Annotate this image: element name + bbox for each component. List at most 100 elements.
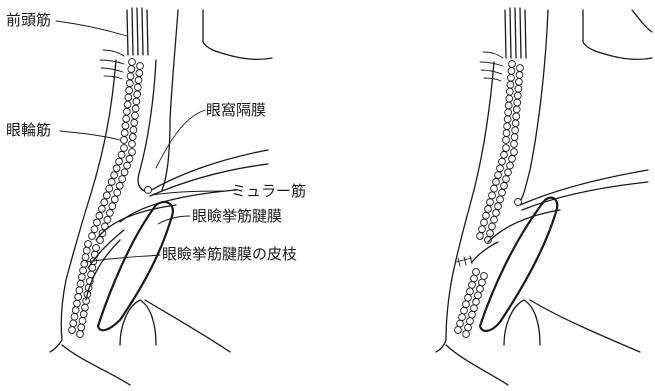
muscle-fiber-circle: [461, 307, 468, 314]
muscle-fiber-circle: [467, 318, 474, 325]
muscle-fiber-circle: [76, 287, 83, 294]
muscle-fiber-circle: [513, 113, 520, 120]
muscle-fiber-circle: [481, 273, 488, 280]
muscle-fiber-circle: [121, 137, 128, 144]
muscle-fiber-circle: [106, 185, 113, 192]
muscle-fiber-circle: [483, 212, 490, 219]
muscle-fiber-circle: [463, 301, 470, 308]
muscle-fiber-circle: [477, 285, 484, 292]
muscle-fiber-circle: [121, 130, 128, 137]
muscle-fiber-circle: [517, 65, 524, 72]
muscle-fiber-circle: [132, 105, 139, 112]
muscle-fiber-circle: [513, 106, 520, 113]
muscle-fiber-circle: [471, 305, 478, 312]
muscle-fiber-circle: [78, 274, 85, 281]
muscle-fiber-circle: [119, 176, 126, 183]
muscle-fiber-circle: [136, 70, 143, 77]
muscle-fiber-circle: [89, 233, 96, 240]
muscle-fiber-circle: [126, 87, 133, 94]
label-muller: ミュラー筋: [231, 184, 306, 199]
muscle-fiber-circle: [77, 331, 84, 338]
muscle-fiber-circle: [111, 196, 118, 203]
muscle-fiber-circle: [512, 127, 519, 134]
muscle-fiber-circle: [109, 203, 116, 210]
muscle-fiber-circle: [101, 199, 108, 206]
label-orbicularis: 眼輪筋: [6, 123, 51, 138]
muscle-fiber-circle: [91, 251, 98, 258]
muscle-fiber-circle: [130, 126, 137, 133]
muscle-fiber-circle: [98, 206, 105, 213]
label-frontalis: 前頭筋: [6, 13, 51, 28]
muscle-fiber-circle: [124, 162, 131, 169]
muscle-fiber-circle: [79, 317, 86, 324]
muscle-fiber-circle: [489, 192, 496, 199]
muscle-fiber-circle: [118, 151, 125, 158]
muscle-fiber-circle: [75, 294, 82, 301]
frontalis-muscle: [127, 8, 148, 55]
muscle-fiber-circle: [503, 130, 510, 137]
muscle-fiber-circle: [108, 178, 115, 185]
muscle-fiber-circle: [457, 320, 464, 327]
muscle-fiber-circle: [93, 245, 100, 252]
muscle-fiber-circle: [503, 145, 510, 152]
right-eyelid-cross-section: [436, 8, 652, 385]
muscle-fiber-circle: [132, 112, 139, 119]
skin-strands: [100, 50, 124, 79]
muscle-fiber-circle: [465, 324, 472, 331]
muscle-fiber-circle: [94, 219, 101, 226]
muscle-fiber-circle: [493, 178, 500, 185]
muscle-fiber-circle: [137, 63, 144, 70]
muscle-fiber-circle: [505, 169, 512, 176]
muscle-fiber-circle: [114, 189, 121, 196]
muscle-fiber-circle: [70, 320, 77, 327]
muscle-fiber-circle: [506, 95, 513, 102]
muscle-fiber-circle: [485, 206, 492, 213]
orbicularis-muscle: [69, 59, 144, 338]
label-aponeurosis-branch: 眼瞼挙筋腱膜の皮枝: [162, 247, 297, 262]
muscle-fiber-circle: [134, 91, 141, 98]
muscle-fiber-circle: [487, 199, 494, 206]
muscle-fiber-circle: [459, 314, 466, 321]
muscle-fiber-circle: [501, 151, 508, 158]
muscle-fiber-circle: [463, 331, 470, 338]
muscle-fiber-circle: [134, 84, 141, 91]
muscle-fiber-circle: [104, 216, 111, 223]
muscle-fiber-circle: [491, 216, 498, 223]
muscle-fiber-circle: [135, 77, 142, 84]
muscle-fiber-circle: [106, 210, 113, 217]
muscle-fiber-circle: [74, 300, 81, 307]
muscle-fiber-circle: [72, 307, 79, 314]
muscle-fiber-circle: [508, 74, 515, 81]
muscle-fiber-circle: [479, 226, 486, 233]
muscle-fiber-circle: [91, 226, 98, 233]
muscle-fiber-circle: [514, 92, 521, 99]
muscle-fiber-circle: [499, 189, 506, 196]
muscle-fiber-circle: [487, 230, 494, 237]
muscle-fiber-circle: [103, 192, 110, 199]
muscle-fiber-circle: [499, 158, 506, 165]
muscle-fiber-circle: [82, 254, 89, 261]
muscle-fiber-circle: [127, 73, 134, 80]
muscle-fiber-circle: [78, 324, 85, 331]
muscle-fiber-circle: [124, 108, 131, 115]
muscle-fiber-circle: [133, 98, 140, 105]
muscle-fiber-circle: [126, 155, 133, 162]
muscle-fiber-circle: [509, 155, 516, 162]
muscle-fiber-circle: [80, 311, 87, 318]
muscle-fiber-circle: [516, 78, 523, 85]
muscle-fiber-circle: [477, 233, 484, 240]
muscle-fiber-circle: [489, 223, 496, 230]
muscle-fiber-circle: [481, 219, 488, 226]
muscle-fiber-circle: [116, 158, 123, 165]
muscle-fiber-circle: [514, 99, 521, 106]
muscle-fiber-circle: [473, 298, 480, 305]
muscle-fiber-circle: [512, 120, 519, 127]
muscle-fiber-circle: [491, 185, 498, 192]
muscle-fiber-circle: [122, 122, 129, 129]
muscle-fiber-circle: [504, 116, 511, 123]
muscle-fiber-circle: [121, 145, 128, 152]
muscle-fiber-circle: [85, 241, 92, 248]
muscle-fiber-circle: [113, 165, 120, 172]
muscle-fiber-circle: [129, 149, 136, 156]
